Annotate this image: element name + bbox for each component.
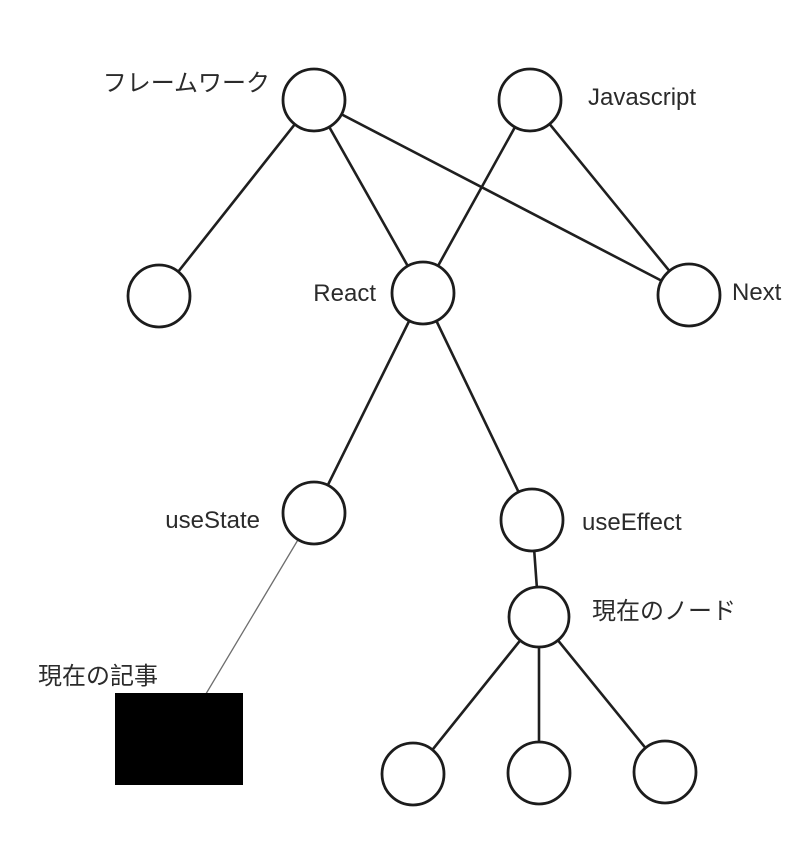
node-label-next: Next	[732, 279, 782, 306]
edge-react-useeffect	[421, 291, 534, 522]
node-child-left	[126, 263, 192, 329]
node-label-current-node: 現在のノード	[592, 598, 736, 625]
node-label-useeffect: useEffect	[582, 509, 682, 536]
node-label-usestate: useState	[165, 507, 260, 534]
node-next	[656, 262, 722, 328]
edge-framework-child-left	[157, 98, 316, 298]
node-leaf-center	[506, 740, 572, 806]
node-leaf-left	[380, 741, 446, 807]
edge-current-node-leaf-right	[537, 615, 667, 774]
node-label-react: React	[313, 280, 376, 307]
node-label-javascript: Javascript	[588, 84, 696, 111]
node-react	[390, 260, 456, 326]
node-javascript	[497, 67, 563, 133]
node-framework	[281, 67, 347, 133]
node-label-framework: フレームワーク	[103, 70, 270, 97]
edge-javascript-react	[421, 98, 532, 295]
edge-current-node-leaf-left	[411, 615, 541, 776]
node-current-node	[507, 585, 571, 649]
node-label-current-article: 現在の記事	[38, 663, 158, 690]
edge-framework-react	[312, 98, 425, 295]
node-useeffect	[499, 487, 565, 553]
node-leaf-right	[632, 739, 698, 805]
node-current-article	[115, 693, 243, 785]
edge-react-usestate	[312, 291, 425, 515]
edge-javascript-next	[528, 98, 691, 297]
edge-framework-next	[312, 98, 691, 297]
node-usestate	[281, 480, 347, 546]
